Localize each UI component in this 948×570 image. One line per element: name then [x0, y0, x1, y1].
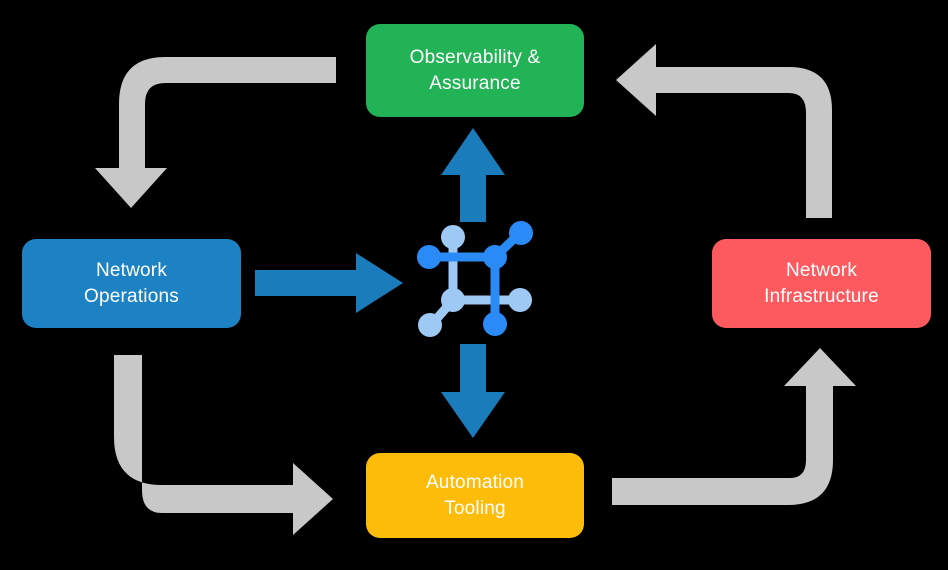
topology-node-bottom-center	[483, 312, 507, 336]
topology-node-bottom-left	[418, 313, 442, 337]
flow-arrow-automation-to-netinfra	[612, 348, 856, 505]
accent-arrow-center-to-automation	[441, 344, 505, 438]
box-network-infrastructure[interactable]: Network Infrastructure	[712, 239, 931, 328]
topology-node-top-right	[509, 221, 533, 245]
accent-arrow-netops-to-center	[255, 253, 403, 313]
network-topology-icon	[417, 221, 533, 337]
topology-node-hub	[483, 245, 507, 269]
flow-arrow-observability-to-netops	[95, 57, 336, 208]
topology-node-mid-right	[508, 288, 532, 312]
topology-node-left	[417, 245, 441, 269]
flow-arrow-netops-to-automation	[114, 355, 333, 535]
box-automation-tooling[interactable]: Automation Tooling	[366, 453, 584, 538]
flow-arrow-netinfra-to-observability	[616, 44, 832, 218]
topology-node-mid-left	[441, 288, 465, 312]
box-network-operations[interactable]: Network Operations	[22, 239, 241, 328]
accent-arrow-center-to-observability	[441, 128, 505, 222]
box-observability-assurance[interactable]: Observability & Assurance	[366, 24, 584, 117]
topology-node-top-left	[441, 225, 465, 249]
